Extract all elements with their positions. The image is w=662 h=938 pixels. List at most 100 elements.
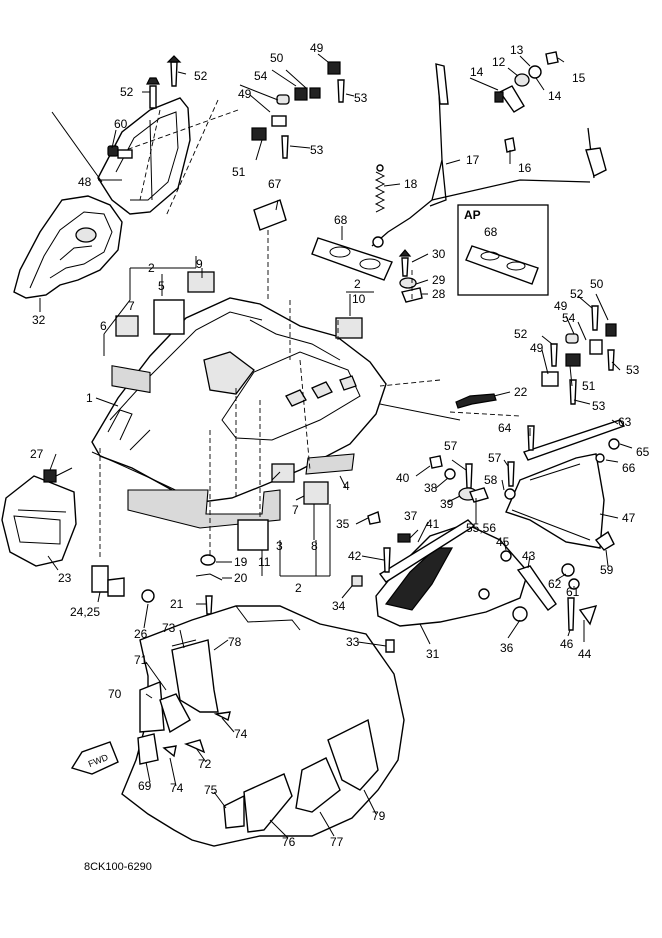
callout-77: 77 [330, 835, 344, 849]
callout-52: 52 [514, 327, 528, 341]
callout-49: 49 [238, 87, 252, 101]
callout-74: 74 [170, 781, 184, 795]
parts-37-40-55-58 [429, 455, 516, 503]
callout-35: 35 [336, 517, 350, 531]
callout-32: 32 [32, 313, 46, 327]
callout-12: 12 [492, 55, 506, 69]
callout-73: 73 [162, 621, 176, 635]
callout-8: 8 [311, 539, 318, 553]
callout-7: 7 [292, 503, 299, 517]
callout-66: 66 [622, 461, 636, 475]
callout-63: 63 [618, 415, 632, 429]
callout-16: 16 [518, 161, 532, 175]
parts-35-46 [351, 511, 598, 653]
callout-41: 41 [426, 517, 440, 531]
part-47-side-panel [505, 453, 605, 549]
callout-54: 54 [562, 311, 576, 325]
callout-60: 60 [114, 117, 128, 131]
callout-51: 51 [232, 165, 246, 179]
callout-2: 2 [295, 581, 302, 595]
callout-4: 4 [343, 479, 350, 493]
callout-37: 37 [404, 509, 418, 523]
callout-30: 30 [432, 247, 446, 261]
part-43-strip [516, 565, 557, 611]
part-59 [594, 530, 615, 551]
callout-64: 64 [498, 421, 512, 435]
callout-74: 74 [234, 727, 248, 741]
callout-2: 2 [354, 277, 361, 291]
callout-68: 68 [334, 213, 348, 227]
callout-52: 52 [120, 85, 134, 99]
dashed-leaders [99, 99, 521, 560]
callout-labels: 1 2 2 2 3 4 5 6 7 7 8 9 10 11 12 13 14 1… [30, 41, 650, 849]
callout-15: 15 [572, 71, 586, 85]
callout-50: 50 [270, 51, 284, 65]
callout-58: 58 [484, 473, 498, 487]
callout-13: 13 [510, 43, 524, 57]
callout-52: 52 [570, 287, 584, 301]
callout-50: 50 [590, 277, 604, 291]
callout-38: 38 [424, 481, 438, 495]
callout-34: 34 [332, 599, 346, 613]
callout-62: 62 [548, 577, 562, 591]
callout-5: 5 [158, 279, 165, 293]
callout-68: 68 [484, 225, 498, 239]
part-1-hood [91, 297, 387, 505]
part-48-bracket [97, 97, 191, 215]
callout-33: 33 [346, 635, 360, 649]
foam-pad-lower [127, 489, 281, 529]
callout-40: 40 [396, 471, 410, 485]
part-23-grille [1, 475, 77, 567]
callout-55-56: 55,56 [466, 521, 496, 535]
callout-61: 61 [566, 585, 580, 599]
fastener-group-upper [251, 61, 345, 159]
callout-28: 28 [432, 287, 446, 301]
callout-69: 69 [138, 779, 152, 793]
callout-78: 78 [228, 635, 242, 649]
callout-17: 17 [466, 153, 480, 167]
part-63-strip [523, 419, 626, 461]
part-68-pad [311, 237, 393, 281]
callout-22: 22 [514, 385, 528, 399]
fastener-52-top [166, 55, 182, 87]
callout-14: 14 [470, 65, 484, 79]
callout-53: 53 [310, 143, 324, 157]
callout-49: 49 [310, 41, 324, 55]
callout-1: 1 [86, 391, 93, 405]
callout-6: 6 [100, 319, 107, 333]
callout-44: 44 [578, 647, 592, 661]
callout-71: 71 [134, 653, 148, 667]
part-18-spring [374, 164, 386, 213]
part-31-duct [375, 523, 529, 627]
callout-48: 48 [78, 175, 92, 189]
ap-box-title: AP [464, 208, 481, 222]
callout-14: 14 [548, 89, 562, 103]
callout-57: 57 [444, 439, 458, 453]
part-22-strip [455, 393, 497, 409]
fwd-arrow: FWD [70, 741, 119, 775]
callout-31: 31 [426, 647, 440, 661]
callout-9: 9 [196, 257, 203, 271]
part-24-25-bracket [91, 565, 125, 597]
parts-19-21 [195, 554, 223, 615]
callout-24-25: 24,25 [70, 605, 100, 619]
ap-box: AP [457, 204, 549, 296]
part-27-bolt [43, 467, 73, 483]
part-41-strip [378, 519, 476, 583]
callout-10: 10 [352, 292, 366, 306]
callout-45: 45 [496, 535, 510, 549]
callout-47: 47 [622, 511, 636, 525]
fastener-group-right [541, 305, 617, 405]
callout-59: 59 [600, 563, 614, 577]
fastener-52-left [146, 77, 160, 109]
callout-36: 36 [500, 641, 514, 655]
callout-23: 23 [58, 571, 72, 585]
part-17-cable-assembly [371, 63, 607, 248]
callout-29: 29 [432, 273, 446, 287]
diagram-code: 8CK100-6290 [84, 861, 152, 873]
callout-26: 26 [134, 627, 148, 641]
callout-18: 18 [404, 177, 418, 191]
parts-69-79-stickers [137, 639, 379, 833]
callout-19: 19 [234, 555, 248, 569]
callout-53: 53 [626, 363, 640, 377]
